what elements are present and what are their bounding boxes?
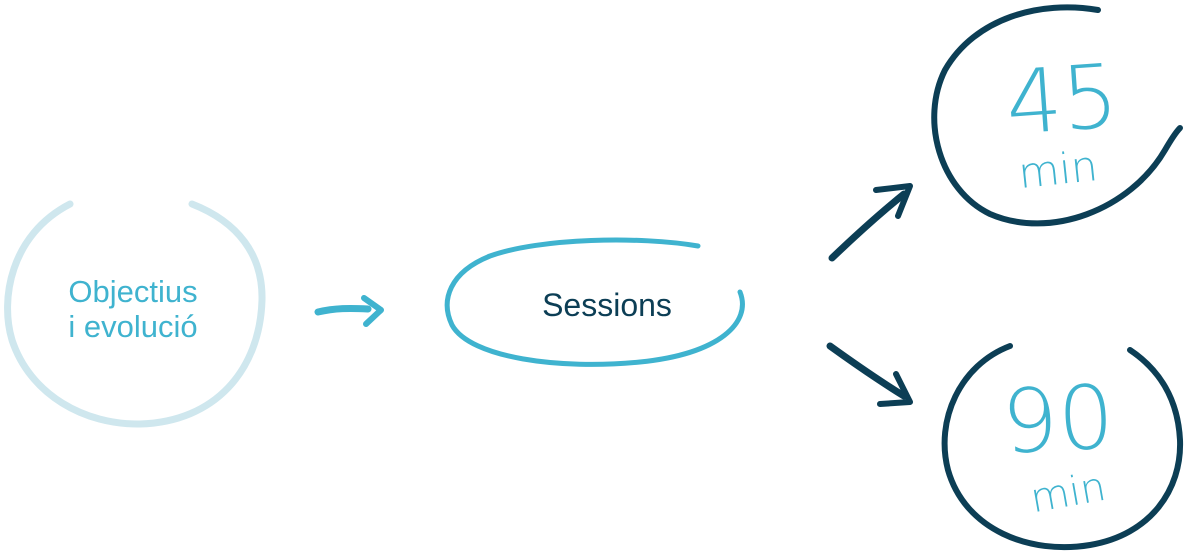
session-45-node: 45 min	[931, 4, 1183, 227]
session-90-circle	[941, 343, 1184, 551]
arrow-up-right-icon	[828, 183, 913, 262]
session-45-unit: min	[1016, 141, 1100, 198]
session-90-node: 90 min	[941, 343, 1184, 551]
session-90-unit: min	[1027, 464, 1109, 522]
objectives-label-line2: i evolució	[68, 309, 197, 344]
objectives-circle	[4, 200, 266, 428]
objectives-label-line1: Objectius	[68, 274, 197, 309]
sessions-ellipse	[444, 237, 745, 367]
session-45-circle	[931, 4, 1183, 227]
session-45-number: 45	[1003, 44, 1122, 155]
sessions-label: Sessions	[542, 287, 672, 323]
sessions-node: Sessions	[444, 237, 745, 367]
arrow-right-icon	[314, 295, 384, 327]
arrow-down-right-icon	[826, 342, 913, 407]
session-90-number: 90	[999, 365, 1116, 474]
objectives-node: Objectius i evolució	[4, 200, 266, 428]
